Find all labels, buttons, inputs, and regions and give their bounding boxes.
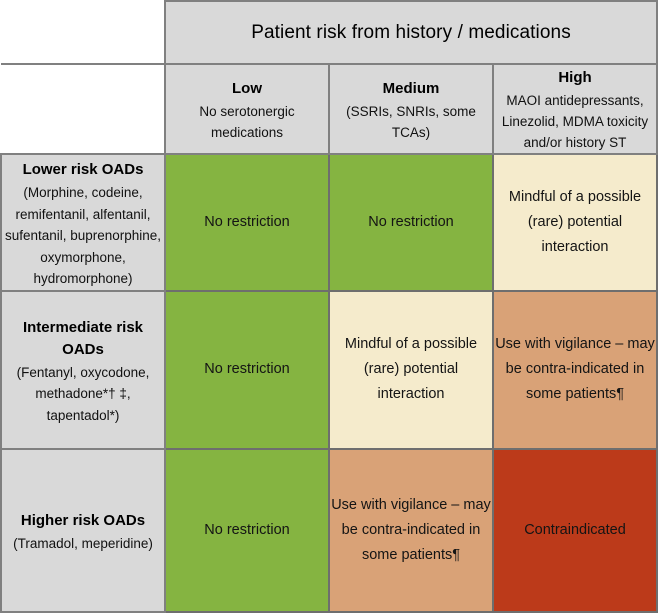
cell-lower-low: No restriction — [164, 153, 330, 292]
column-header-low-title: Low — [232, 79, 262, 97]
table-row-intermediate-risk: Intermediate risk OADs (Fentanyl, oxycod… — [0, 289, 658, 450]
row-header-intermediate-risk-subtitle: (Fentanyl, oxycodone, methadone*† ‡, tap… — [16, 364, 150, 423]
table-row-higher-risk: Higher risk OADs (Tramadol, meperidine) … — [0, 447, 658, 613]
cell-intermediate-high: Use with vigilance – may be contra-indic… — [492, 289, 658, 450]
cell-higher-high: Contraindicated — [492, 447, 658, 613]
cell-higher-low: No restriction — [164, 447, 330, 613]
corner-blank-cell — [1, 1, 166, 65]
column-header-row: Low No serotonergic medications Medium (… — [1, 63, 658, 155]
table-row-lower-risk: Lower risk OADs (Morphine, codeine, remi… — [0, 153, 658, 292]
row-header-lower-risk-title: Lower risk OADs — [22, 161, 144, 178]
column-header-high-subtitle: MAOI antidepressants, Linezolid, MDMA to… — [501, 93, 649, 150]
cell-intermediate-low: No restriction — [164, 289, 330, 450]
column-header-medium-title: Medium — [382, 79, 440, 97]
column-header-low: Low No serotonergic medications — [164, 63, 330, 155]
row-header-lower-risk-subtitle: (Morphine, codeine, remifentanil, alfent… — [4, 185, 162, 286]
column-header-medium-subtitle: (SSRIs, SNRIs, some TCAs) — [346, 103, 476, 140]
column-header-high-title: High — [558, 69, 592, 86]
row-header-intermediate-risk-title: Intermediate risk OADs — [22, 318, 144, 358]
row-header-higher-risk-subtitle: (Tramadol, meperidine) — [13, 535, 153, 551]
cell-lower-medium: No restriction — [328, 153, 494, 292]
banner-row: Patient risk from history / medications — [1, 0, 658, 65]
cell-higher-medium: Use with vigilance – may be contra-indic… — [328, 447, 494, 613]
row-header-higher-risk-title: Higher risk OADs — [20, 511, 146, 529]
cell-lower-high: Mindful of a possible (rare) potential i… — [492, 153, 658, 292]
corner-blank-cell-2 — [1, 64, 166, 155]
banner-title: Patient risk from history / medications — [164, 0, 658, 65]
column-header-low-subtitle: No serotonergic medications — [199, 103, 295, 140]
row-header-intermediate-risk: Intermediate risk OADs (Fentanyl, oxycod… — [0, 289, 166, 450]
column-header-medium: Medium (SSRIs, SNRIs, some TCAs) — [328, 63, 494, 155]
row-header-lower-risk: Lower risk OADs (Morphine, codeine, remi… — [0, 153, 166, 292]
column-header-high: High MAOI antidepressants, Linezolid, MD… — [492, 63, 658, 155]
row-header-higher-risk: Higher risk OADs (Tramadol, meperidine) — [0, 447, 166, 613]
cell-intermediate-medium: Mindful of a possible (rare) potential i… — [328, 289, 494, 450]
